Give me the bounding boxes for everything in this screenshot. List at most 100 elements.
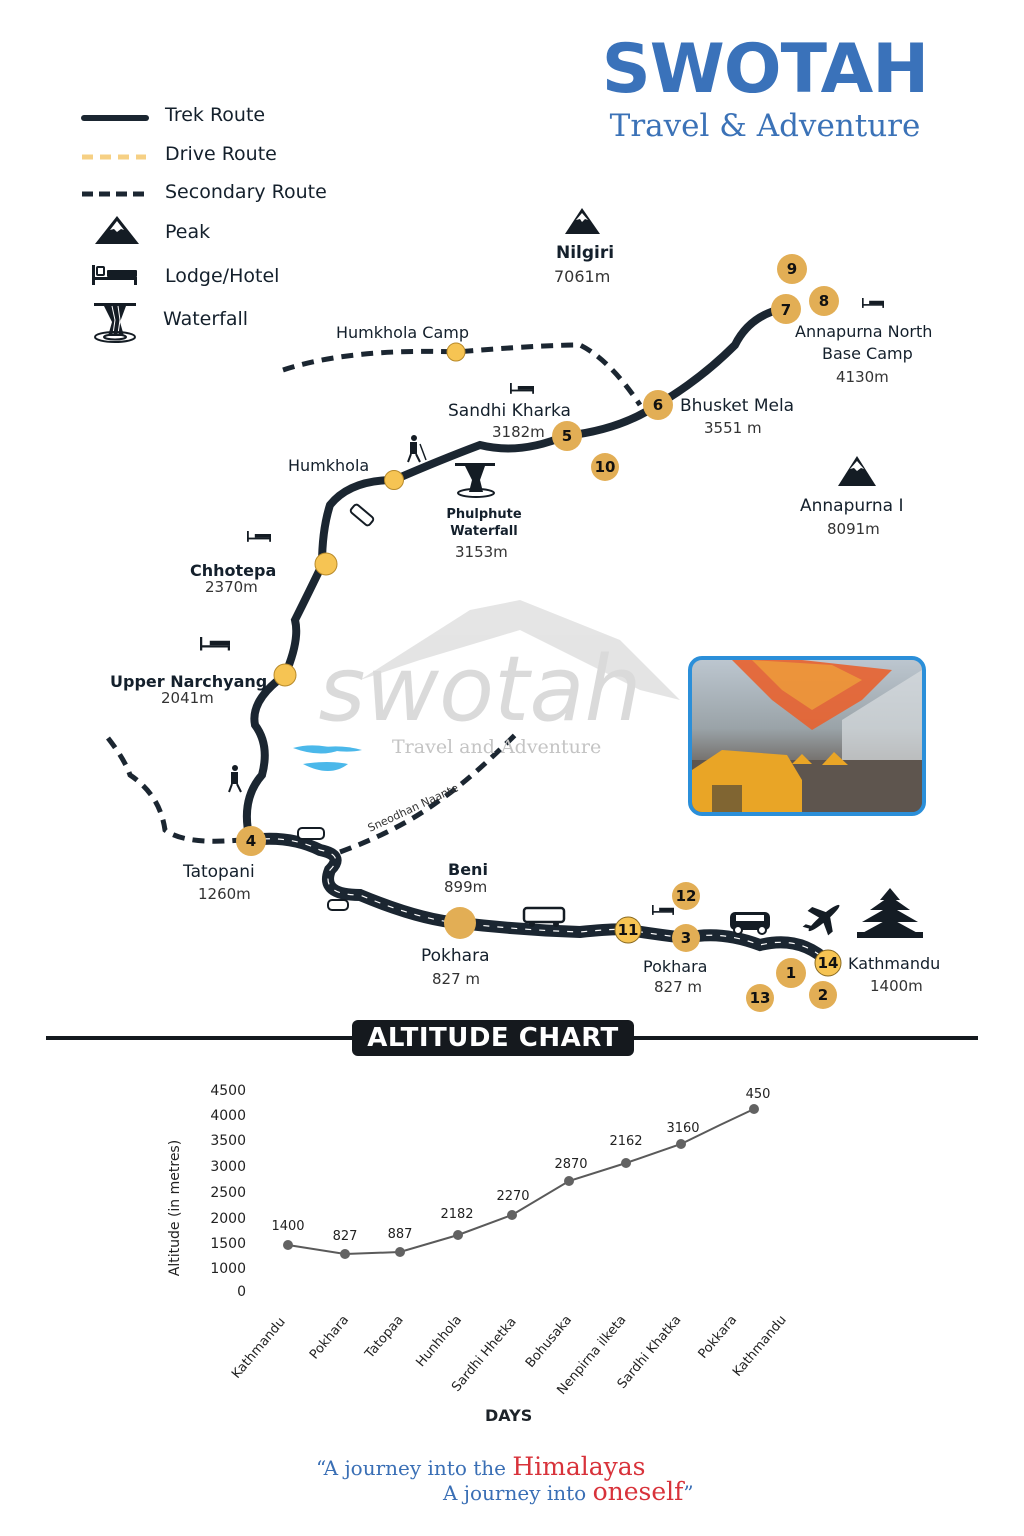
chart-divider-right	[634, 1036, 978, 1040]
place-label-pokhara-2: Pokhara	[643, 957, 708, 976]
peak-alt-annapurna: 8091m	[827, 520, 880, 538]
place-label-sandhi-kharka: Sandhi Kharka	[448, 401, 571, 421]
data-label: 2270	[496, 1189, 530, 1204]
data-label: 3160	[666, 1121, 700, 1136]
place-alt-sandhi-kharka: 3182m	[492, 423, 545, 441]
day-marker-9	[777, 254, 807, 284]
watermark-subtitle: Travel and Adventure	[392, 736, 602, 758]
y-tick: 1000	[210, 1261, 246, 1277]
lodge-icon-chhotepa	[247, 531, 271, 542]
day-num-6: 6	[653, 396, 663, 414]
place-label-bhusket-mela: Bhusket Mela	[680, 396, 795, 416]
stop-marker-humkhola-camp	[446, 342, 466, 362]
hiker-icon-tatopani	[228, 765, 242, 793]
secondary-routes	[106, 342, 643, 855]
data-label: 1400	[271, 1219, 305, 1234]
quote-highlight-oneself: oneself	[592, 1477, 684, 1506]
place-label-upper-narchyang: Upper Narchyang	[110, 672, 268, 691]
base-camp-photo	[688, 656, 926, 816]
peak-icon-nilgiri	[565, 208, 600, 234]
day-num-3: 3	[681, 929, 691, 947]
car-icon-1	[297, 827, 325, 840]
altitude-points	[283, 1104, 759, 1259]
lodge-icon-anbc	[862, 298, 884, 308]
secondary-route-humkhola-camp	[282, 342, 643, 407]
airplane-icon	[802, 904, 840, 936]
day-num-10: 10	[595, 458, 616, 476]
place-label-humkhola: Humkhola	[288, 456, 370, 475]
day-marker-1	[776, 958, 806, 988]
hiker-icon-humkhola	[407, 435, 427, 463]
stop-marker-narchyang	[273, 663, 297, 687]
waterfall-icon-phulphute	[455, 463, 495, 498]
place-label-kathmandu: Kathmandu	[848, 954, 941, 973]
secondary-route-west	[106, 736, 241, 844]
car-icon-3	[349, 503, 375, 527]
day-marker-6	[643, 390, 673, 420]
place-label-pokhara-1: Pokhara	[421, 946, 490, 966]
secondary-route-sneodhan	[339, 728, 522, 855]
lake-icon	[293, 745, 362, 771]
day-num-12: 12	[676, 887, 697, 905]
legend-label-peak: Peak	[165, 221, 211, 243]
place-alt-kathmandu: 1400m	[870, 977, 923, 995]
temple-icon-kathmandu	[857, 888, 923, 938]
stop-marker-chhotepa	[314, 552, 338, 576]
y-tick: 0	[237, 1284, 246, 1300]
peak-icon-annapurna	[838, 456, 876, 486]
van-icon-2	[730, 912, 770, 935]
peak-label-nilgiri: Nilgiri	[556, 243, 615, 263]
day-num-7: 7	[781, 301, 791, 319]
peak-alt-nilgiri: 7061m	[554, 267, 611, 286]
stop-marker-beni-pokhara	[444, 907, 476, 939]
data-label: 2870	[554, 1157, 588, 1172]
place-alt-pokhara-2: 827 m	[654, 978, 703, 996]
y-tick: 4500	[210, 1083, 246, 1099]
day-num-13: 13	[750, 989, 771, 1007]
place-label-chhotepa: Chhotepa	[190, 561, 277, 580]
day-marker-13	[746, 984, 774, 1012]
place-label-anbc-2: Base Camp	[822, 344, 913, 363]
day-num-4: 4	[246, 832, 256, 850]
car-icon-2	[327, 899, 349, 911]
y-tick: 1500	[210, 1236, 246, 1252]
y-tick: 2500	[210, 1185, 246, 1201]
quote-line-1: “A journey into the Himalayas	[316, 1452, 646, 1481]
lodge-icon	[92, 265, 137, 285]
day-num-1: 1	[786, 964, 796, 982]
data-label: 2162	[609, 1134, 643, 1149]
place-label-phulphute-2: Waterfall	[450, 524, 518, 539]
place-alt-anbc: 4130m	[836, 368, 889, 386]
lodge-icon-narchyang	[200, 637, 230, 651]
day-num-9: 9	[787, 260, 797, 278]
legend-label-secondary: Secondary Route	[165, 181, 327, 203]
chart-title: ALTITUDE CHART	[352, 1020, 634, 1056]
legend-label-waterfall: Waterfall	[163, 308, 249, 330]
place-label-humkhola-camp: Humkhola Camp	[336, 323, 470, 342]
place-label-anbc-1: Annapurna North	[795, 322, 933, 341]
place-alt-beni: 899m	[444, 878, 488, 896]
y-tick: 3000	[210, 1159, 246, 1175]
brand-subtitle: Travel & Adventure	[609, 108, 921, 144]
day-marker-7	[771, 294, 801, 324]
day-marker-5	[552, 421, 582, 451]
data-label: 2182	[440, 1207, 474, 1222]
brand-title: SWOTAH	[601, 30, 929, 109]
lodge-icon-pokhara	[652, 905, 674, 915]
peak-icon	[95, 216, 139, 244]
chart-x-axis-label: DAYS	[485, 1406, 533, 1425]
altitude-series-line	[287, 1108, 755, 1256]
quote-line-2-text: A journey into	[443, 1481, 593, 1505]
stop-marker-humkhola	[384, 470, 404, 490]
place-alt-bhusket-mela: 3551 m	[704, 419, 762, 437]
day-num-8: 8	[819, 292, 829, 310]
day-markers	[236, 254, 842, 1012]
legend-label-drive: Drive Route	[165, 143, 277, 165]
brand-logo: SWOTAH Travel & Adventure	[580, 30, 950, 144]
quote-line-1-text: “A journey into the	[316, 1456, 513, 1480]
legend-symbols	[81, 115, 149, 343]
day-num-11: 11	[618, 921, 639, 939]
van-icon-1	[522, 906, 566, 927]
peak-label-annapurna: Annapurna I	[800, 496, 904, 516]
